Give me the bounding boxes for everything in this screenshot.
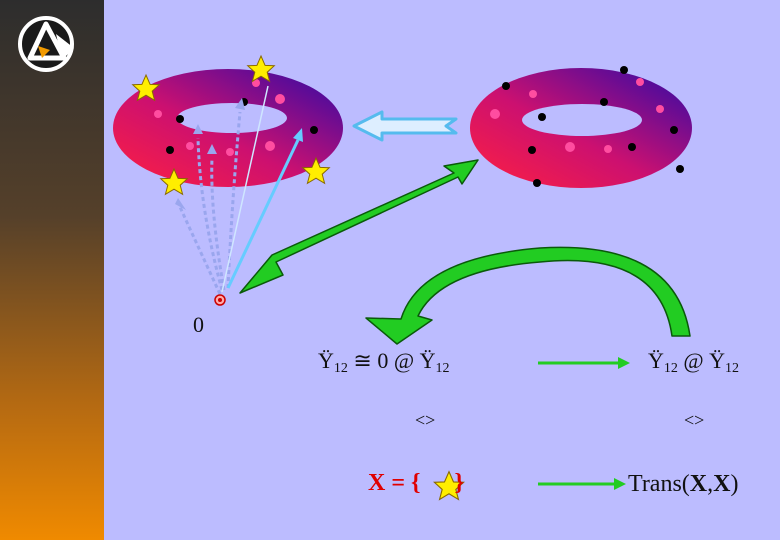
trans-label-arg-1: X — [689, 471, 708, 497]
eq-right-symbol-1: Ÿ — [648, 348, 664, 373]
logo-icon — [18, 16, 74, 72]
trans-label-comma: , — [707, 471, 714, 497]
origin-point — [214, 294, 226, 306]
equation-left: Ÿ12 ≅ 0 @ Ÿ12 — [318, 348, 449, 377]
cyan-arrow — [221, 85, 303, 293]
trans-label-arg-2: X — [713, 471, 731, 497]
equation-right: Ÿ12 @ Ÿ12 — [648, 348, 739, 377]
trans-label: Trans(X,X) — [628, 471, 738, 498]
eq-left-mid: ≅ 0 @ — [347, 348, 420, 373]
trans-label-pre: Trans( — [628, 471, 690, 497]
eq-left-sub-1: 12 — [333, 361, 348, 376]
dashed-arrowheads — [175, 98, 245, 210]
torus-pink-dots — [154, 78, 664, 156]
green-right-arrow-top — [538, 357, 630, 369]
sidebar-gradient — [0, 0, 104, 540]
eq-right-sub-1: 12 — [663, 361, 678, 376]
eq-right-symbol-2: Ÿ — [709, 348, 726, 373]
zero-label: 0 — [193, 312, 204, 337]
green-right-arrow-bottom — [538, 478, 626, 490]
green-arrow-origin — [239, 159, 479, 294]
torus-black-dots — [166, 66, 684, 187]
set-label: X = {} — [368, 470, 464, 497]
eq-left-symbol-1: Ÿ — [318, 348, 334, 373]
green-curved-arrow — [365, 246, 691, 345]
diamond-right: <> — [684, 410, 705, 430]
eq-left-symbol-2: Ÿ — [419, 348, 436, 373]
diamond-left: <> — [415, 410, 436, 430]
set-label-lhs: X = { — [368, 470, 421, 496]
eq-right-mid: @ — [677, 348, 710, 373]
trans-label-post: ) — [730, 471, 739, 497]
dashed-arrows — [178, 111, 242, 295]
set-label-rhs: } — [454, 470, 464, 496]
torus-right — [470, 68, 692, 188]
arrow-left-icon — [352, 110, 458, 142]
eq-left-sub-2: 12 — [435, 361, 450, 376]
eq-right-sub-2: 12 — [725, 361, 740, 376]
